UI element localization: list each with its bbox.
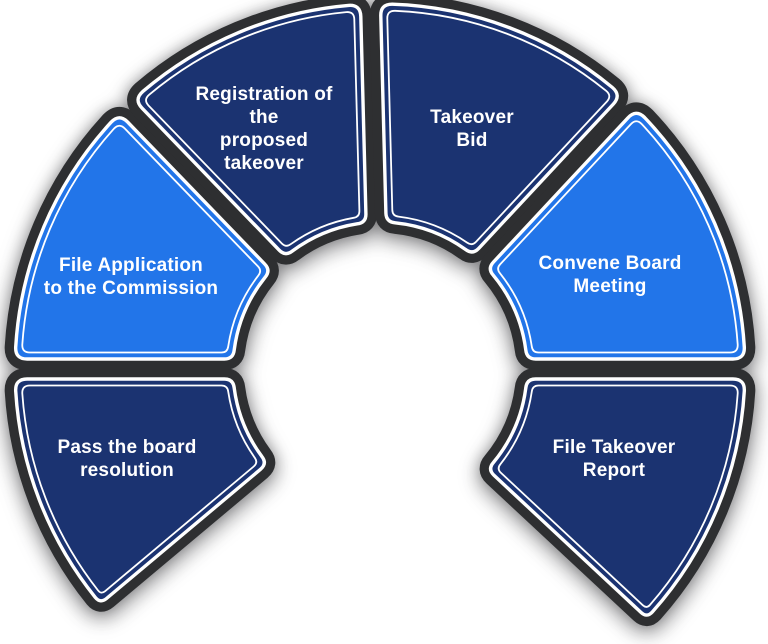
- file-takeover-report-segment: [488, 377, 747, 617]
- pass-the-board-resolution-inner-border: [21, 384, 258, 594]
- takeover-bid-inner-border: [386, 9, 611, 246]
- takeover-bid-segment: [379, 2, 619, 254]
- registration-of-the-proposed-takeover-inner-border: [145, 11, 361, 247]
- file-application-to-the-commission-segment: [13, 116, 270, 361]
- registration-of-the-proposed-takeover-segment: [136, 3, 368, 256]
- pass-the-board-resolution-segment: [13, 377, 266, 603]
- file-application-to-the-commission-inner-border: [21, 124, 262, 354]
- convene-board-meeting-inner-border: [497, 120, 739, 354]
- segment-fill-layer: [13, 2, 747, 617]
- segment-inner-border-layer: [21, 9, 739, 608]
- file-takeover-report-inner-border: [497, 384, 739, 608]
